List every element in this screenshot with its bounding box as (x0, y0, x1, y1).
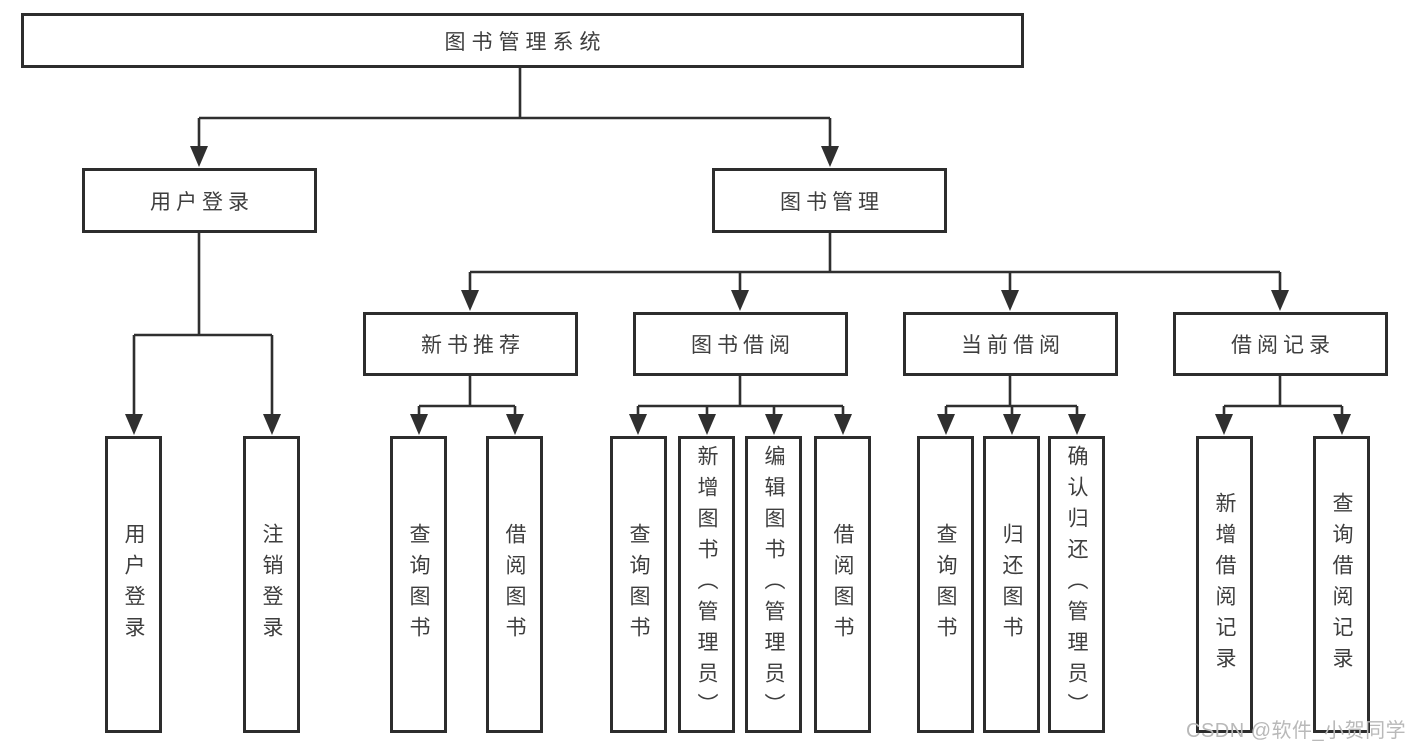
arrowhead (821, 146, 839, 167)
node-library-management-system: 图书管理系统 (21, 13, 1024, 68)
arrowhead (698, 414, 716, 435)
arrowhead (410, 414, 428, 435)
node-label: 借阅图书 (503, 522, 526, 647)
leaf-add-books-admin: 新增图书（管理员） (678, 436, 735, 733)
arrowhead (263, 414, 281, 435)
node-user-login: 用户登录 (82, 168, 317, 233)
arrowheads (125, 146, 1351, 435)
csdn-watermark: CSDN @软件_小贺同学 (1186, 720, 1405, 742)
edge-user-login-children (132, 233, 274, 418)
leaf-return-books: 归还图书 (983, 436, 1040, 733)
node-label: 用户登录 (122, 522, 145, 647)
arrowhead (629, 414, 647, 435)
leaf-add-borrow-record: 新增借阅记录 (1196, 436, 1253, 733)
arrowhead (506, 414, 524, 435)
arrowhead (461, 290, 479, 311)
node-label: 新书推荐 (421, 334, 525, 357)
leaf-query-books-borrow: 查询图书 (610, 436, 667, 733)
node-label: 借阅记录 (1231, 334, 1335, 357)
node-label: 确认归还（管理员） (1065, 445, 1088, 724)
leaf-user-login: 用户登录 (105, 436, 162, 733)
arrowhead (731, 290, 749, 311)
arrowhead (190, 146, 208, 167)
edge-borrow-records-children (1222, 376, 1344, 418)
arrowhead (765, 414, 783, 435)
edge-lines (132, 68, 1344, 418)
leaf-query-books-current: 查询图书 (917, 436, 974, 733)
node-label: 查询借阅记录 (1330, 491, 1353, 678)
node-label: 当前借阅 (961, 334, 1065, 357)
node-label: 图书管理系统 (444, 30, 607, 54)
leaf-confirm-return-admin: 确认归还（管理员） (1048, 436, 1105, 733)
arrowhead (1215, 414, 1233, 435)
node-label: 图书管理 (780, 190, 884, 214)
leaf-query-books-recommend: 查询图书 (390, 436, 447, 733)
arrowhead (1003, 414, 1021, 435)
node-label: 注销登录 (260, 522, 283, 647)
arrowhead (1333, 414, 1351, 435)
node-label: 用户登录 (150, 190, 254, 214)
arrowhead (125, 414, 143, 435)
node-label: 查询图书 (934, 522, 957, 647)
arrowhead (1271, 290, 1289, 311)
leaf-logout: 注销登录 (243, 436, 300, 733)
arrowhead (1068, 414, 1086, 435)
node-label: 新增借阅记录 (1213, 491, 1236, 678)
node-label: 查询图书 (627, 522, 650, 647)
edge-book-management-children (468, 233, 1282, 294)
leaf-query-borrow-record: 查询借阅记录 (1313, 436, 1370, 733)
leaf-borrow-books: 借阅图书 (814, 436, 871, 733)
leaf-borrow-books-recommend: 借阅图书 (486, 436, 543, 733)
arrowhead (834, 414, 852, 435)
node-current-borrow: 当前借阅 (903, 312, 1118, 376)
edge-new-book-recommend-children (417, 376, 517, 418)
node-label: 编辑图书（管理员） (762, 445, 785, 724)
node-book-borrow: 图书借阅 (633, 312, 848, 376)
edge-book-borrow-children (636, 376, 845, 418)
node-book-management: 图书管理 (712, 168, 947, 233)
edge-current-borrow-children (944, 376, 1079, 418)
arrowhead (1001, 290, 1019, 311)
node-borrow-records: 借阅记录 (1173, 312, 1388, 376)
node-label: 借阅图书 (831, 522, 854, 647)
node-label: 查询图书 (407, 522, 430, 647)
edge-root-to-level2 (197, 68, 832, 150)
node-label: 归还图书 (1000, 522, 1023, 647)
node-new-book-recommend: 新书推荐 (363, 312, 578, 376)
node-label: 新增图书（管理员） (695, 445, 718, 724)
arrowhead (937, 414, 955, 435)
leaf-edit-books-admin: 编辑图书（管理员） (745, 436, 802, 733)
node-label: 图书借阅 (691, 334, 795, 357)
